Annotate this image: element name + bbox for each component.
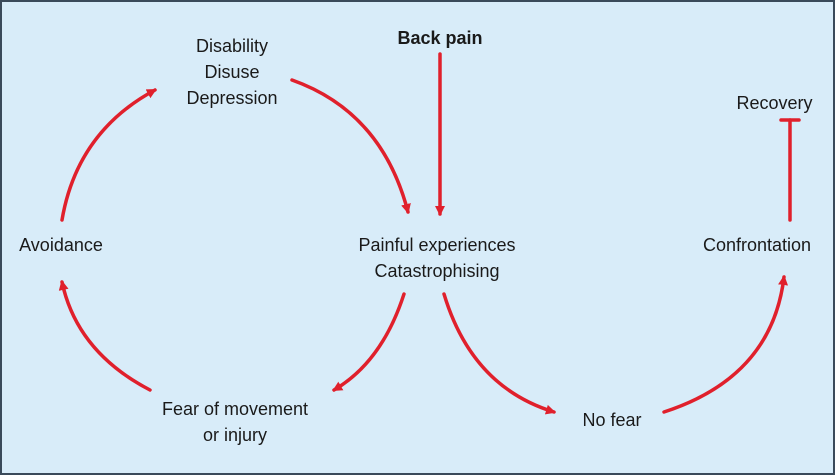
node-back-pain: Back pain: [397, 28, 483, 48]
node-painful-line2: Catastrophising: [374, 261, 500, 281]
node-fear-line2: or injury: [202, 425, 268, 445]
node-disability-line1: Disability: [195, 36, 269, 56]
node-painful: Painful experiences Catastrophising: [322, 232, 552, 284]
arrow-painful-to-fear: [332, 292, 406, 392]
node-painful-line1: Painful experiences: [358, 235, 516, 255]
node-confrontation: Confrontation: [702, 235, 812, 255]
node-disability-line2: Disuse: [204, 62, 260, 82]
node-recovery: Recovery: [736, 93, 813, 113]
arrow-fear-to-avoidance: [58, 280, 152, 392]
node-fear-line1: Fear of movement: [161, 399, 309, 419]
arrow-avoidance-to-disability: [60, 88, 157, 222]
node-fear: Fear of movement or injury: [135, 396, 335, 448]
arrow-disability-to-painful: [290, 78, 411, 214]
arrow-painful-to-nofear: [442, 292, 556, 415]
node-disability-line3: Depression: [186, 88, 278, 108]
node-no-fear: No fear: [582, 410, 642, 430]
node-disability: Disability Disuse Depression: [162, 33, 302, 111]
node-avoidance: Avoidance: [19, 235, 103, 255]
arrow-nofear-to-confrontation: [662, 275, 789, 414]
